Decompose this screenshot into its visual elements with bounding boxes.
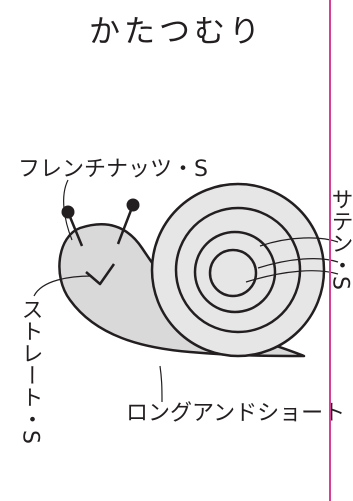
label-straight: ストレート・S [18,298,43,444]
antenna-right-tip [126,198,140,212]
antenna-right [116,204,135,245]
label-long-and-short: ロングアンドショート・S [126,401,353,426]
leader-satin-1 [259,237,339,247]
page-title: かたつむり [89,14,264,50]
leader-frenchknot [63,179,73,241]
snail-shell-outer [150,182,326,358]
label-satin: サテン・S [328,188,353,290]
leader-longshort [159,365,163,403]
snail-shell-ring-4 [208,248,258,298]
leader-satin-2 [257,258,339,269]
snail-shell-ring-2 [174,206,302,334]
leader-satin-3 [245,270,339,283]
pink-frame-line [329,0,331,501]
snail-body [58,223,306,358]
label-french-knot: フレンチナッツ・S [18,157,208,182]
leader-straight [33,275,93,297]
snail-shell-ring-3 [193,230,277,314]
